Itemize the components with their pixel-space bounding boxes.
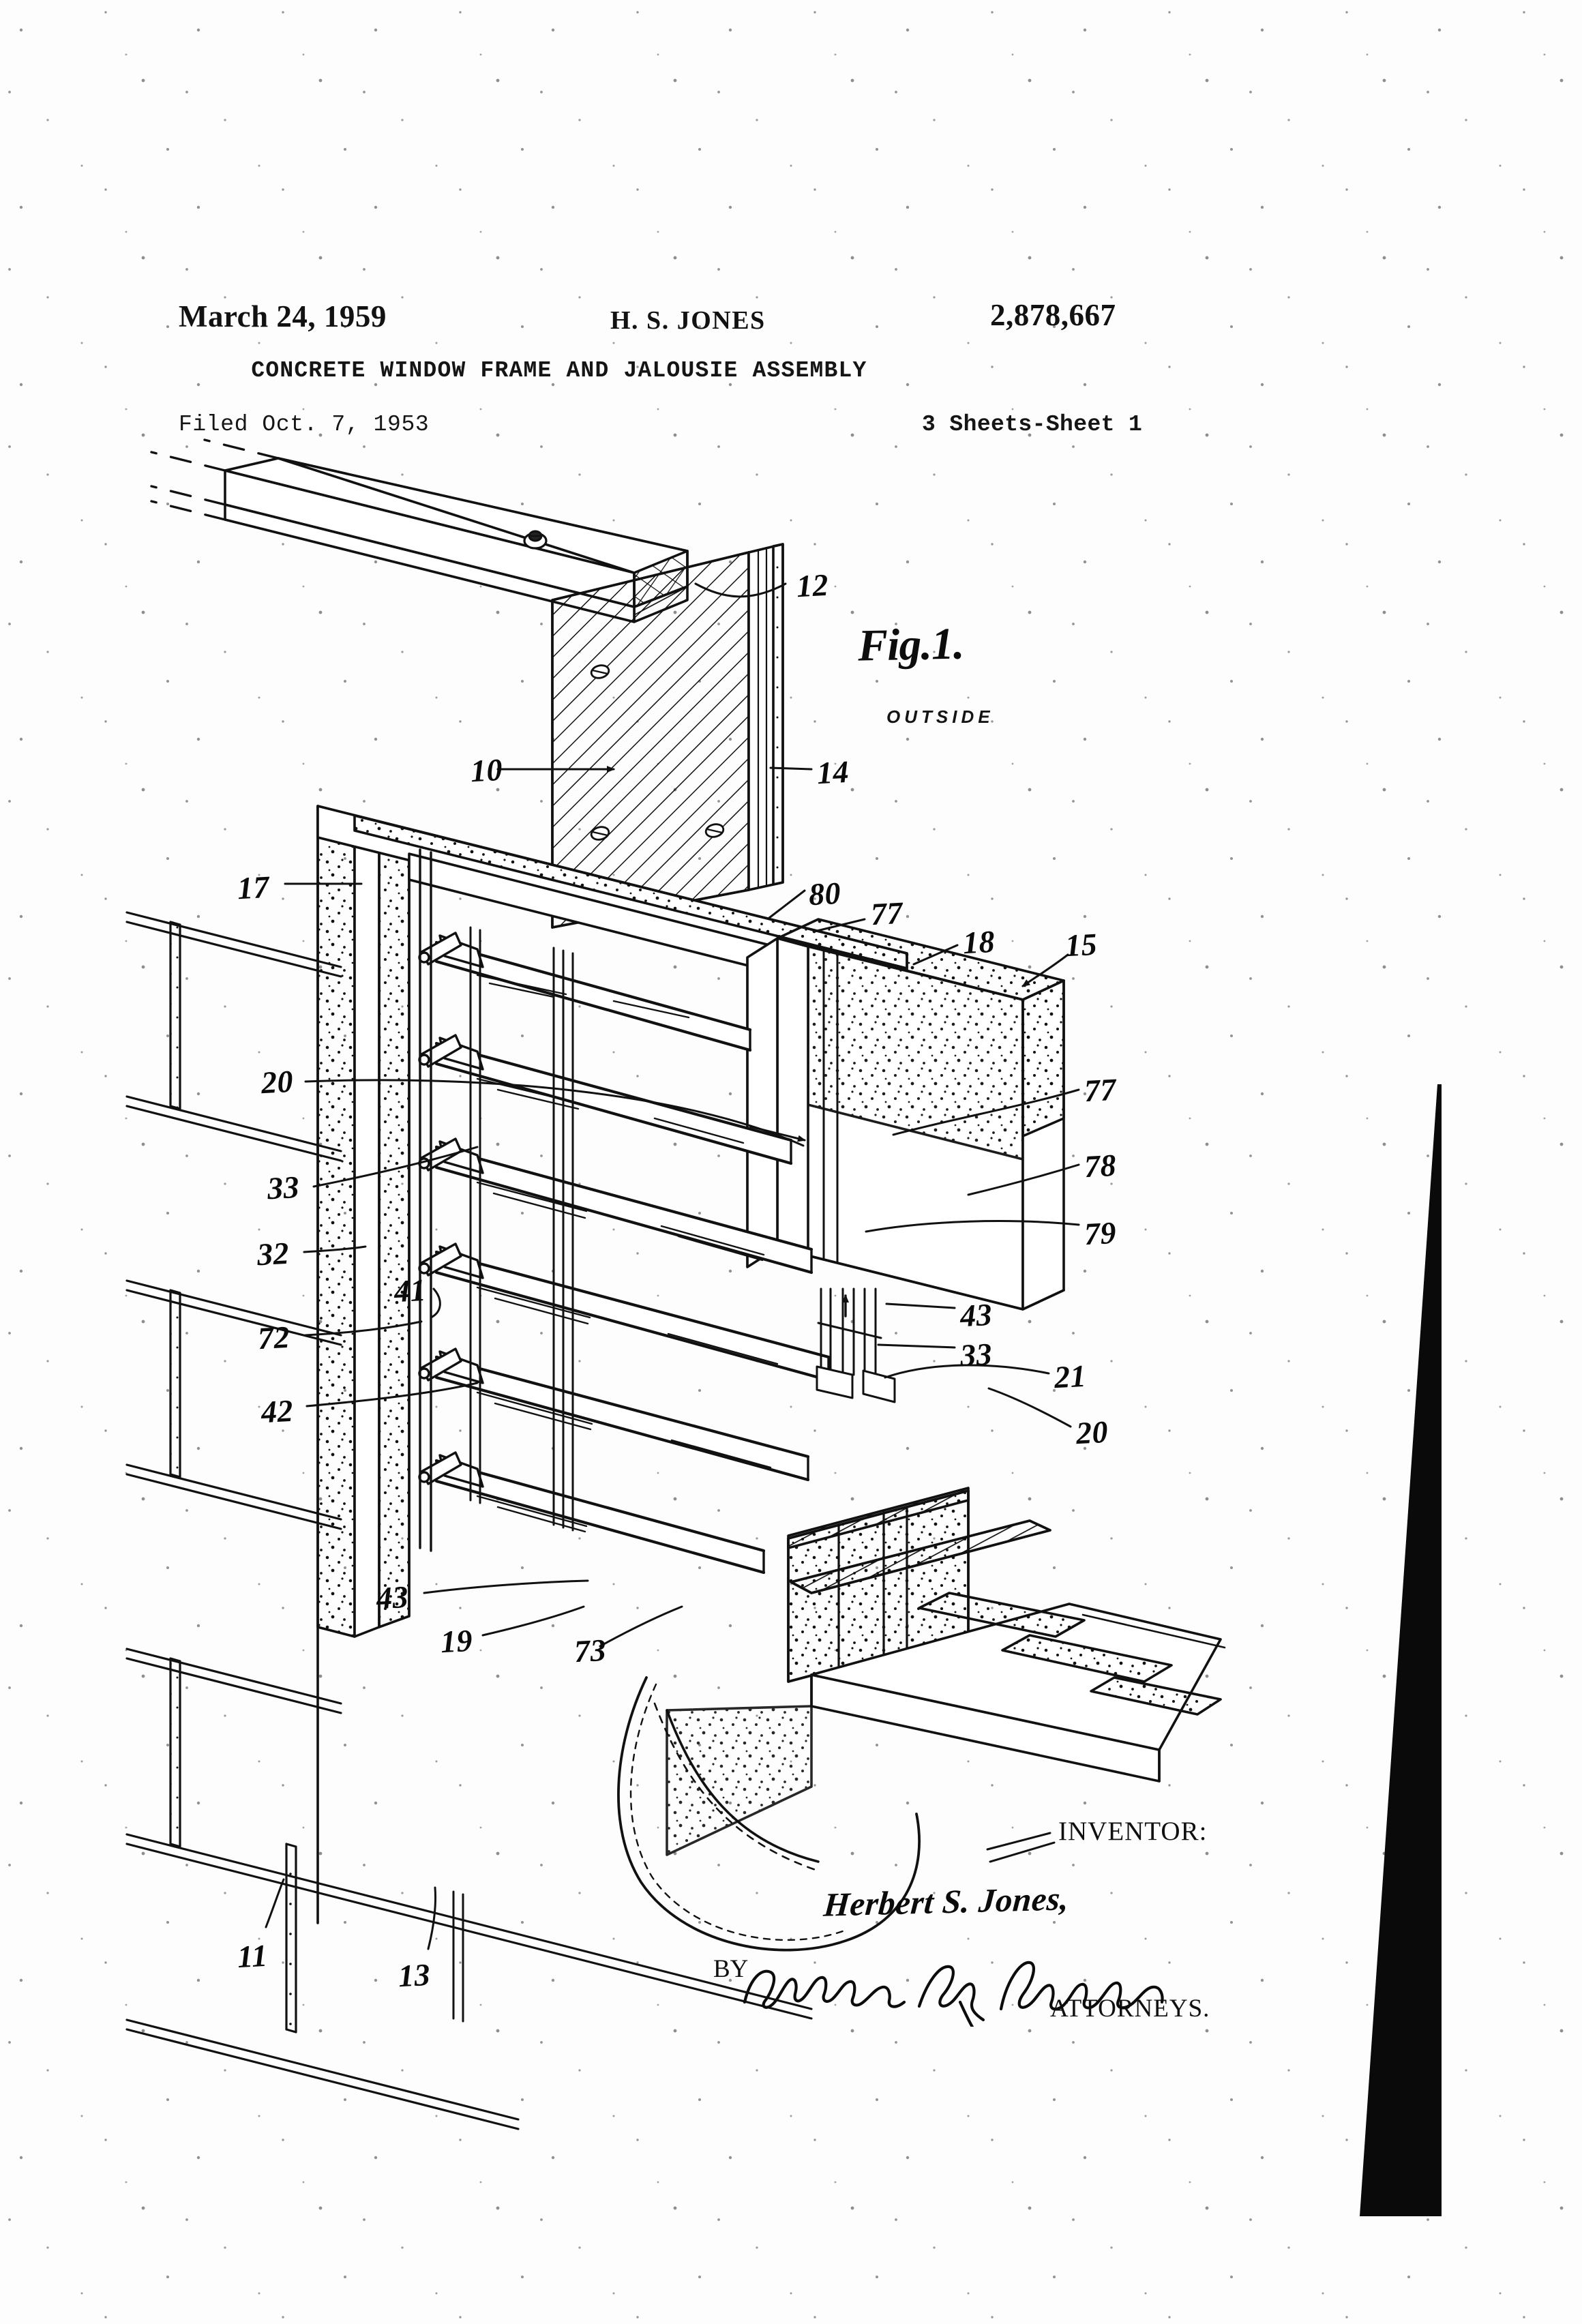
- louver-blade: [434, 1145, 814, 1275]
- louver-blade: [434, 1041, 793, 1165]
- wall-opening-surround: [316, 805, 908, 1924]
- figure-label: Fig.1.: [857, 619, 965, 671]
- jalousie-louver-assembly: [418, 926, 831, 1575]
- reference-numeral-77-top: 77: [869, 895, 904, 932]
- attorneys-label: ATTORNEYS.: [1050, 1995, 1210, 2023]
- reference-numeral-20-right: 20: [1075, 1414, 1109, 1451]
- inventor-label: INVENTOR:: [1058, 1817, 1208, 1846]
- reference-numeral-72: 72: [256, 1319, 291, 1356]
- reference-leader-lines: [265, 582, 1080, 1950]
- louver-blade: [434, 940, 752, 1052]
- concrete-jamb-section: [551, 543, 784, 929]
- reference-numeral-14: 14: [816, 754, 850, 791]
- inventor-initials: H. S. JONES: [610, 306, 766, 335]
- reference-numeral-78: 78: [1083, 1147, 1118, 1185]
- reference-numeral-42: 42: [260, 1392, 295, 1430]
- louver-blade: [434, 1459, 766, 1575]
- by-label: BY: [713, 1955, 749, 1983]
- scan-edge-shadow-artifact: [1360, 1084, 1442, 2216]
- reference-numeral-33-right: 33: [959, 1336, 994, 1373]
- reference-numeral-32: 32: [256, 1235, 290, 1272]
- reference-numeral-73: 73: [573, 1632, 608, 1669]
- filing-date: Filed Oct. 7, 1953: [179, 412, 430, 437]
- reference-numeral-77-right: 77: [1083, 1071, 1118, 1109]
- reference-numeral-11: 11: [236, 1937, 269, 1975]
- right-concrete-jamb: [746, 918, 1065, 1311]
- louver-operating-linkage: [469, 926, 574, 1532]
- reference-numeral-13: 13: [397, 1956, 432, 1994]
- reference-numeral-43-left: 43: [375, 1579, 410, 1616]
- sash-side-rail: [419, 848, 432, 1552]
- masonry-block-wall: [125, 911, 813, 2130]
- publication-date: March 24, 1959: [179, 299, 387, 333]
- reference-numeral-15: 15: [1064, 926, 1099, 964]
- mullion-weatherstrip-detail: [816, 1287, 896, 1403]
- reference-numeral-17: 17: [236, 869, 271, 906]
- outside-orientation-label: OUTSIDE: [886, 706, 994, 727]
- reference-numeral-43-right: 43: [959, 1296, 994, 1334]
- lintel-beam: [150, 438, 689, 623]
- reference-numeral-18: 18: [961, 923, 996, 961]
- inventor-leader-lines: [986, 1832, 1056, 1863]
- reference-numeral-12: 12: [795, 567, 830, 604]
- louver-blade: [434, 1250, 831, 1382]
- reference-numeral-41: 41: [393, 1272, 428, 1309]
- reference-numeral-80: 80: [807, 875, 842, 912]
- reference-numeral-19: 19: [439, 1622, 474, 1660]
- sheet-number: 3 Sheets-Sheet 1: [922, 412, 1143, 437]
- reference-numeral-33-left: 33: [266, 1169, 301, 1206]
- patent-number: 2,878,667: [990, 298, 1116, 332]
- patent-title: CONCRETE WINDOW FRAME AND JALOUSIE ASSEM…: [251, 358, 867, 383]
- concrete-sill-assembly: [787, 1487, 1226, 1783]
- reference-numeral-79: 79: [1083, 1215, 1118, 1252]
- inventor-signature: Herbert S. Jones,: [822, 1879, 1071, 1924]
- reference-numeral-20-left: 20: [260, 1063, 295, 1101]
- louver-pivot-bracket: [418, 932, 484, 1488]
- reference-numeral-21: 21: [1053, 1358, 1088, 1395]
- louver-blade: [434, 1355, 810, 1482]
- reference-numeral-10: 10: [469, 751, 504, 789]
